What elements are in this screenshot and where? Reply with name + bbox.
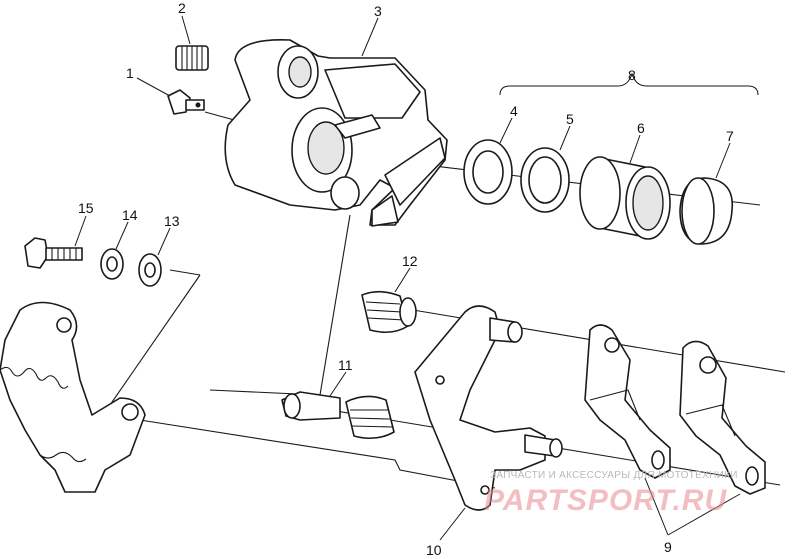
leader-lines [74, 15, 741, 541]
part-numbers: 2 1 3 8 4 5 6 7 15 14 13 12 11 10 9 [78, 0, 734, 558]
label-part-4: 4 [510, 103, 518, 119]
label-part-6: 6 [637, 120, 645, 136]
mounting-bolt [24, 237, 83, 269]
caliper-body [224, 39, 448, 227]
piston-cap [679, 177, 734, 245]
dust-seal [520, 147, 570, 213]
label-part-5: 5 [566, 111, 574, 127]
label-part-2: 2 [178, 0, 186, 16]
group-bracket-8 [499, 72, 759, 96]
slide-pin-boot-lower [345, 395, 395, 440]
piston-seal [463, 139, 513, 205]
label-part-12: 12 [402, 253, 418, 269]
label-part-15: 15 [78, 200, 94, 216]
bleeder-screw [167, 89, 205, 115]
label-part-7: 7 [726, 128, 734, 144]
label-part-10: 10 [426, 542, 442, 558]
label-part-8: 8 [628, 67, 636, 83]
label-part-11: 11 [338, 357, 353, 373]
label-part-1: 1 [126, 65, 134, 81]
brake-pad-inner [584, 324, 671, 479]
label-part-3: 3 [374, 3, 382, 19]
piston [579, 156, 671, 240]
lock-washer [100, 248, 124, 280]
brake-pad-outer [679, 340, 766, 495]
caliper-bracket [414, 305, 563, 511]
flat-washer [138, 253, 162, 287]
watermark-logo: PARTSPORT.RU [484, 484, 727, 517]
mounting-arm [0, 301, 146, 493]
plug-part [175, 45, 209, 71]
watermark-caption: ЗАПЧАСТИ И АКСЕССУАРЫ ДЛЯ МОТОТЕХНИКИ [490, 470, 738, 481]
slide-pin-boot-upper [361, 290, 417, 334]
watermark: ЗАПЧАСТИ И АКСЕССУАРЫ ДЛЯ МОТОТЕХНИКИ PA… [484, 470, 738, 517]
label-part-9: 9 [664, 539, 672, 555]
slide-pin [281, 391, 341, 421]
label-part-14: 14 [122, 207, 138, 223]
label-part-13: 13 [164, 213, 180, 229]
